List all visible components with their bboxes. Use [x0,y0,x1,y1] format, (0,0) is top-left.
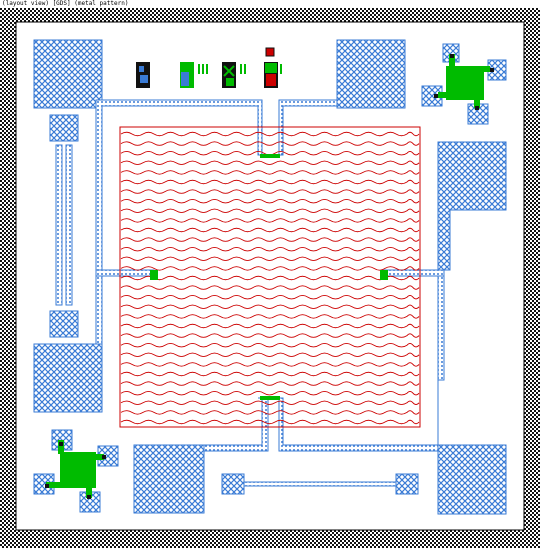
heater-wave-line [120,160,420,165]
heater-region [119,126,421,428]
heater-wave-line [120,151,420,156]
heater-wave-line [120,343,420,348]
legend-via-icon [180,62,208,88]
heater-wave-line [120,362,420,367]
pad-small-left-lower [49,310,79,338]
heater-wave-line [120,189,420,194]
legend-contact-icon [222,62,246,88]
heater-wave-line [120,314,420,319]
pad-top-left [33,39,103,109]
layout-header-text: (layout view) [GDS] (metal pattern) [2,0,129,7]
device-bottom-left [33,429,119,513]
heater-wave-line [120,141,420,146]
heater-wave-line [120,227,420,233]
heater-wave-line [120,266,420,271]
heater-wave-line [120,400,420,405]
pad-top-center-right [336,39,406,109]
legend-heater-icon [264,47,282,88]
heater-wave-line [120,295,420,300]
heater-wave-line [120,275,420,281]
heater-wave-line [120,179,420,185]
heater-wave-line [120,381,420,386]
heater-wave-line [120,170,420,175]
resistor-bars [55,144,73,306]
layer-legend[interactable] [136,47,282,88]
pad-right-lower [437,380,507,515]
pad-bottom-left-center [133,444,205,514]
pad-small-top-left [49,114,79,142]
heater-wave-line [120,323,420,329]
heater-wave-line [120,218,420,223]
legend-metal-icon [136,62,150,88]
heater-wave-line [120,304,420,309]
pad-small-bottom-1 [221,473,245,495]
heater-wave-line [120,237,420,242]
heater-wave-line [120,131,420,137]
heater-outline [119,126,421,428]
pad-left-middle [33,343,103,413]
pad-small-bottom-2 [395,473,419,495]
heater-wave-line [120,333,420,338]
contact-pads [33,39,507,515]
heater-wave-line [120,208,420,213]
heater-wave-line [120,285,420,290]
heater-wave-line [120,410,420,415]
heater-wave-line [120,419,420,425]
interconnect-traces [95,99,445,487]
heater-wave-line [120,256,420,261]
device-top-right [421,43,507,125]
heater-wave-line [120,199,420,204]
heater-contacts [150,154,388,400]
heater-wave-line [120,352,420,357]
heater-wave-line [120,371,420,377]
heater-wave-line [120,247,420,252]
heater-wave-line [120,391,420,396]
